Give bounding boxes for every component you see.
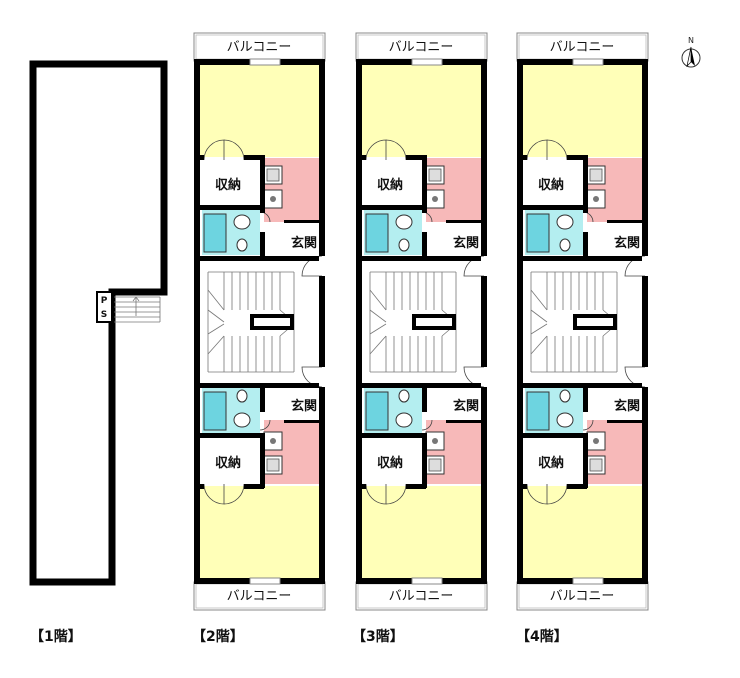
floor-3-label: 【3階】 (352, 629, 404, 645)
balcony-label-bottom-f4: バルコニー (550, 589, 615, 604)
ps-label-s: S (101, 310, 107, 320)
floor-4-plan (515, 31, 650, 612)
storage-label-bottom-f4: 収納 (538, 455, 564, 471)
balcony-label-bottom-f2: バルコニー (227, 589, 292, 604)
entrance-label-bottom-f3: 玄関 (453, 398, 479, 414)
storage-label-bottom-f3: 収納 (377, 455, 403, 471)
pipe-space (96, 291, 113, 323)
floor-3-plan (354, 31, 489, 612)
entrance-label-top-f2: 玄関 (291, 235, 317, 251)
balcony-label-top-f4: バルコニー (550, 40, 615, 55)
balcony-label-bottom-f3: バルコニー (389, 589, 454, 604)
balcony-label-top-f3: バルコニー (389, 40, 454, 55)
north-arrow-icon (681, 46, 701, 68)
storage-label-bottom-f2: 収納 (215, 455, 241, 471)
floor-4-label: 【4階】 (516, 629, 568, 645)
entrance-label-bottom-f4: 玄関 (614, 398, 640, 414)
floor-2-label: 【2階】 (192, 629, 244, 645)
storage-label-top-f2: 収納 (215, 177, 241, 193)
floor-2-plan (192, 31, 327, 612)
entrance-label-top-f3: 玄関 (453, 235, 479, 251)
floor-1-label: 【1階】 (30, 629, 82, 645)
north-arrow: N (679, 36, 703, 72)
entrance-label-bottom-f2: 玄関 (291, 398, 317, 414)
balcony-label-top-f2: バルコニー (227, 40, 292, 55)
entrance-label-top-f4: 玄関 (614, 235, 640, 251)
ps-label-p: P (101, 296, 108, 306)
north-label: N (688, 36, 694, 45)
storage-label-top-f3: 収納 (377, 177, 403, 193)
storage-label-top-f4: 収納 (538, 177, 564, 193)
floor-1-plan (29, 60, 168, 586)
